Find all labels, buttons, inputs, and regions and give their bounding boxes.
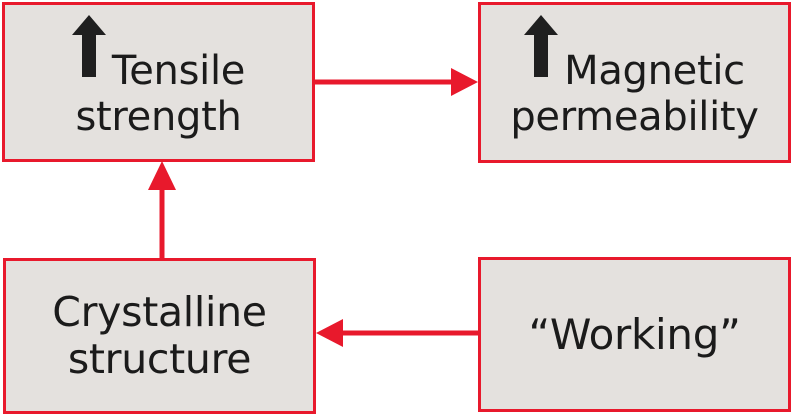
node-tensile-strength-line1: Tensile (111, 47, 246, 94)
node-crystalline-structure-line1: Crystalline (52, 288, 267, 337)
node-magnetic-permeability-line1: Magnetic (564, 48, 745, 95)
node-working-line1: “Working” (528, 309, 741, 359)
node-working-label: “Working” (528, 309, 741, 359)
node-working[interactable]: “Working” (478, 257, 791, 412)
node-tensile-strength[interactable]: Tensile strength (2, 2, 315, 162)
node-magnetic-permeability[interactable]: Magnetic permeability (478, 2, 791, 163)
node-tensile-strength-label: Tensile strength (71, 14, 246, 140)
node-crystalline-structure-line2: structure (67, 335, 252, 383)
up-arrow-icon (524, 15, 559, 78)
node-crystalline-structure-label: Crystalline structure (52, 288, 267, 383)
edge-tensile-to-magnetic (315, 68, 478, 96)
node-magnetic-permeability-line2: permeability (510, 94, 759, 140)
node-tensile-strength-line2: strength (75, 93, 242, 140)
up-arrow-icon (71, 14, 106, 77)
node-crystalline-structure[interactable]: Crystalline structure (3, 258, 316, 414)
edge-working-to-crystalline (316, 319, 478, 347)
edge-crystalline-to-tensile (148, 161, 176, 258)
node-magnetic-permeability-label: Magnetic permeability (510, 15, 759, 140)
